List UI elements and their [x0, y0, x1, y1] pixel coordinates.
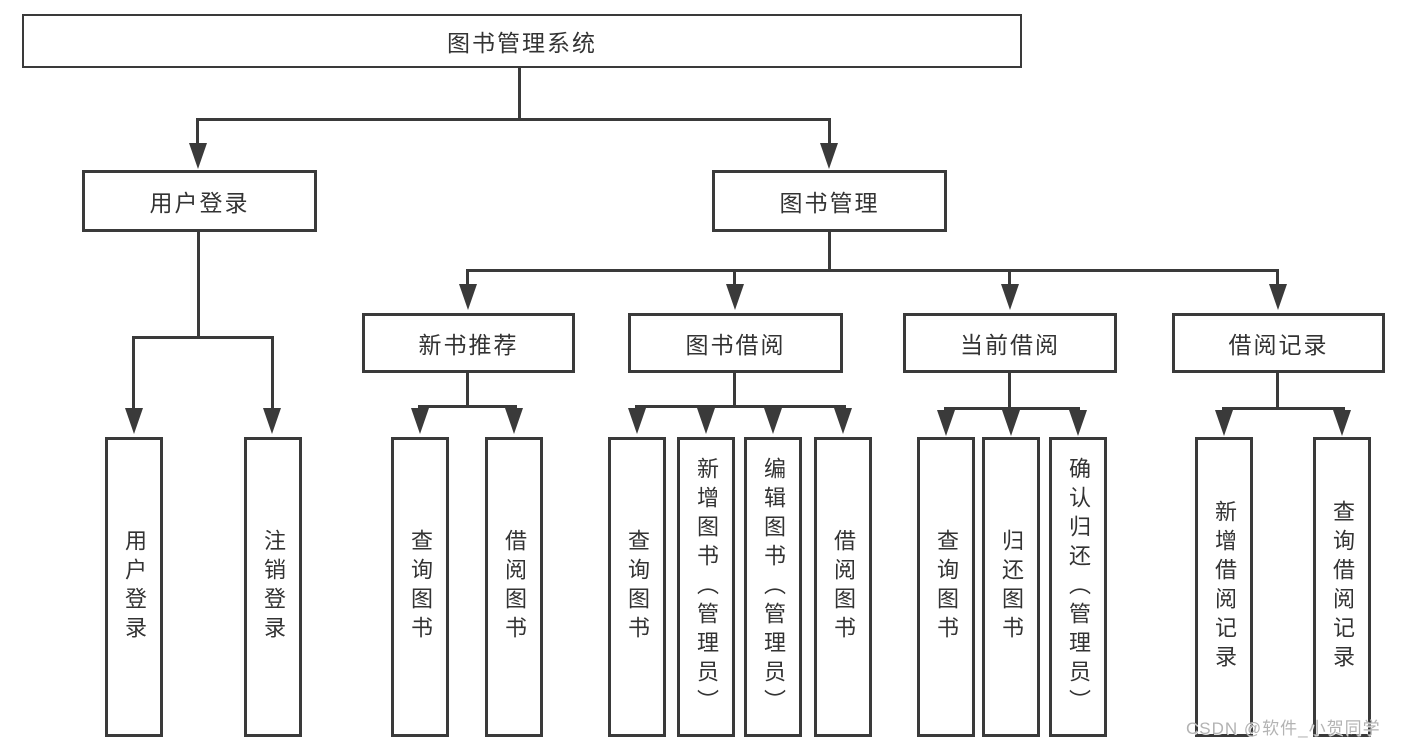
arrow-v-borrow-books-2 — [834, 408, 852, 434]
arrow-current-borrow — [1001, 284, 1019, 310]
connector-root-split — [197, 118, 831, 121]
connector-current-borrow-split — [944, 407, 1080, 410]
arrow-v-return-book — [1002, 410, 1020, 436]
node-v-confirm-return: 确认归还（管理员） — [1049, 437, 1107, 737]
node-user-login: 用户登录 — [82, 170, 317, 232]
node-user-login-label: 用户登录 — [149, 190, 250, 216]
node-v-confirm-return-label: 确认归还（管理员） — [1066, 456, 1091, 718]
connector-book-mgmt-split — [466, 269, 1279, 272]
node-v-add-book-label: 新增图书（管理员） — [694, 456, 719, 718]
node-v-user-login: 用户登录 — [105, 437, 163, 737]
connector-drop-book-borrow — [733, 269, 736, 287]
node-v-return-book-label: 归还图书 — [999, 529, 1024, 645]
node-v-logout: 注销登录 — [244, 437, 302, 737]
node-current-borrow: 当前借阅 — [903, 313, 1117, 373]
connector-root-stub — [518, 68, 521, 118]
node-v-add-book: 新增图书（管理员） — [677, 437, 735, 737]
connector-drop-v-user-login — [132, 336, 135, 410]
arrow-user-login — [189, 143, 207, 169]
arrow-v-add-book — [697, 408, 715, 434]
arrow-book-borrow — [726, 284, 744, 310]
node-root-label: 图书管理系统 — [447, 30, 597, 56]
arrow-v-logout — [263, 408, 281, 434]
arrow-borrow-records — [1269, 284, 1287, 310]
node-book-mgmt-label: 图书管理 — [779, 190, 880, 216]
node-v-return-book: 归还图书 — [982, 437, 1040, 737]
connector-user-login-split — [132, 336, 274, 339]
node-v-add-borrow-record: 新增借阅记录 — [1195, 437, 1253, 737]
connector-user-login-stub — [197, 232, 200, 336]
node-v-query-borrow-record-label: 查询借阅记录 — [1330, 500, 1355, 674]
arrow-v-query-books-1 — [411, 408, 429, 434]
connector-drop-current-borrow — [1008, 269, 1011, 287]
node-v-logout-label: 注销登录 — [261, 529, 286, 645]
connector-book-borrow-stub — [733, 372, 736, 405]
node-new-book-rec-label: 新书推荐 — [418, 332, 519, 358]
node-book-borrow-label: 图书借阅 — [685, 332, 786, 358]
connector-drop-borrow-records — [1276, 269, 1279, 287]
node-v-query-books-3-label: 查询图书 — [934, 529, 959, 645]
connector-drop-user-login — [196, 118, 199, 146]
arrow-v-borrow-books-1 — [505, 408, 523, 434]
connector-drop-v-logout — [271, 336, 274, 410]
node-v-query-books-1: 查询图书 — [391, 437, 449, 737]
node-v-borrow-books-2-label: 借阅图书 — [831, 529, 856, 645]
connector-book-borrow-split — [635, 405, 846, 408]
arrow-v-edit-book — [764, 408, 782, 434]
connector-drop-new-book-rec — [466, 269, 469, 287]
arrow-v-confirm-return — [1069, 410, 1087, 436]
connector-current-borrow-stub — [1008, 372, 1011, 407]
arrow-new-book-rec — [459, 284, 477, 310]
arrow-book-mgmt — [820, 143, 838, 169]
node-current-borrow-label: 当前借阅 — [960, 332, 1060, 358]
node-v-borrow-books-1-label: 借阅图书 — [502, 529, 527, 645]
node-root: 图书管理系统 — [22, 14, 1022, 68]
connector-new-book-rec-stub — [466, 372, 469, 405]
connector-borrow-records-split — [1222, 407, 1345, 410]
node-v-edit-book: 编辑图书（管理员） — [744, 437, 802, 737]
connector-new-book-rec-split — [418, 405, 517, 408]
arrow-v-query-borrow-record — [1333, 410, 1351, 436]
node-v-query-books-2: 查询图书 — [608, 437, 666, 737]
node-v-query-books-1-label: 查询图书 — [408, 529, 433, 645]
node-v-edit-book-label: 编辑图书（管理员） — [761, 456, 786, 718]
node-borrow-records: 借阅记录 — [1172, 313, 1385, 373]
node-v-query-borrow-record: 查询借阅记录 — [1313, 437, 1371, 737]
connector-drop-book-mgmt — [828, 118, 831, 146]
node-book-borrow: 图书借阅 — [628, 313, 843, 373]
arrow-v-query-books-3 — [937, 410, 955, 436]
node-v-borrow-books-1: 借阅图书 — [485, 437, 543, 737]
node-v-add-borrow-record-label: 新增借阅记录 — [1212, 500, 1237, 674]
node-new-book-rec: 新书推荐 — [362, 313, 575, 373]
node-v-borrow-books-2: 借阅图书 — [814, 437, 872, 737]
node-v-query-books-3: 查询图书 — [917, 437, 975, 737]
node-v-user-login-label: 用户登录 — [122, 529, 147, 645]
arrow-v-add-borrow-record — [1215, 410, 1233, 436]
node-borrow-records-label: 借阅记录 — [1228, 332, 1329, 358]
node-v-query-books-2-label: 查询图书 — [625, 529, 650, 645]
watermark-text: CSDN @软件_小贺同学 — [1186, 719, 1381, 738]
connector-borrow-records-stub — [1276, 372, 1279, 407]
arrow-v-query-books-2 — [628, 408, 646, 434]
connector-book-mgmt-stub — [828, 232, 831, 269]
arrow-v-user-login — [125, 408, 143, 434]
node-book-mgmt: 图书管理 — [712, 170, 947, 232]
